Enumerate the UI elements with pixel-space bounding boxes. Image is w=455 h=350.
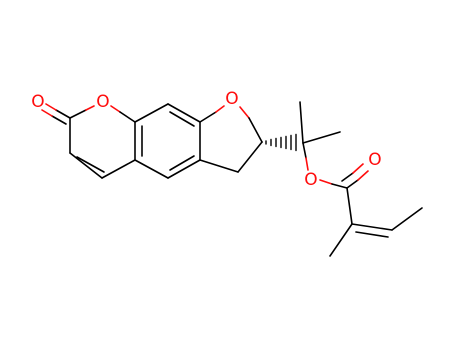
bond-c3-c4-inner	[76, 156, 105, 173]
bond-c8a-c8	[134, 103, 169, 123]
bond-c8b-of-red	[215, 105, 225, 113]
bond-c4b-c5	[167, 159, 201, 179]
bond-c2-o1-red	[85, 105, 95, 111]
bond-c2-o1-black	[69, 109, 87, 119]
bond-c4b-ch2	[199, 159, 239, 173]
bond-calpha-cbeta-inner	[355, 231, 389, 238]
bond-calpha-me	[329, 223, 353, 257]
bond-of-c2f-red	[239, 106, 250, 119]
bond-cco-o-black	[346, 179, 359, 189]
bond-oe-cco-red	[319, 179, 333, 185]
carbon-bonds	[69, 101, 423, 257]
atom-labels: O O O O O	[31, 89, 381, 190]
bond-quat-oe-black	[302, 142, 307, 159]
atom-o-ester: O	[304, 170, 317, 190]
bond-quat-me1	[299, 101, 304, 144]
bond-quat-oe-red	[305, 157, 309, 171]
bond-c3-c4	[69, 152, 103, 179]
bond-c2-o-black-2	[51, 115, 67, 125]
bond-cco-o-red	[357, 170, 369, 181]
bond-c4b-c5-inner	[169, 155, 195, 171]
bond-c2-o-red	[45, 103, 57, 111]
bond-c8-c8b	[167, 103, 201, 123]
bond-of-c2f-black	[248, 117, 263, 143]
bond-cbeta-cgamma	[391, 207, 423, 231]
bond-o1-c8a-red	[110, 105, 121, 113]
bond-calpha-cbeta	[351, 223, 393, 231]
atom-o-carbonyl-lactone: O	[31, 92, 44, 112]
atom-o-ring-lactone: O	[96, 92, 109, 112]
atom-o-carbonyl-ester: O	[368, 150, 381, 170]
bond-c5-c4a	[134, 159, 169, 179]
atom-o-furan: O	[225, 89, 238, 109]
bond-o1-c8a-black	[119, 111, 136, 123]
bond-c8-c8b-inner	[169, 111, 195, 127]
bond-quat-me2	[302, 131, 341, 144]
hashed-wedge-bond	[265, 133, 297, 152]
bond-c2-o-black	[55, 109, 71, 119]
bond-cco-o-black-2	[341, 172, 354, 182]
bond-cco-calpha	[346, 187, 353, 225]
bond-ch2-c2f	[237, 141, 263, 173]
bond-c2-o-red-2	[41, 109, 53, 117]
bond-c8b-of-black	[199, 111, 217, 123]
bond-c4-c4a	[101, 159, 136, 179]
bond-cco-o-red-2	[352, 163, 364, 174]
oxygen-bonds	[41, 103, 369, 189]
bond-oe-cco-black	[331, 183, 348, 189]
